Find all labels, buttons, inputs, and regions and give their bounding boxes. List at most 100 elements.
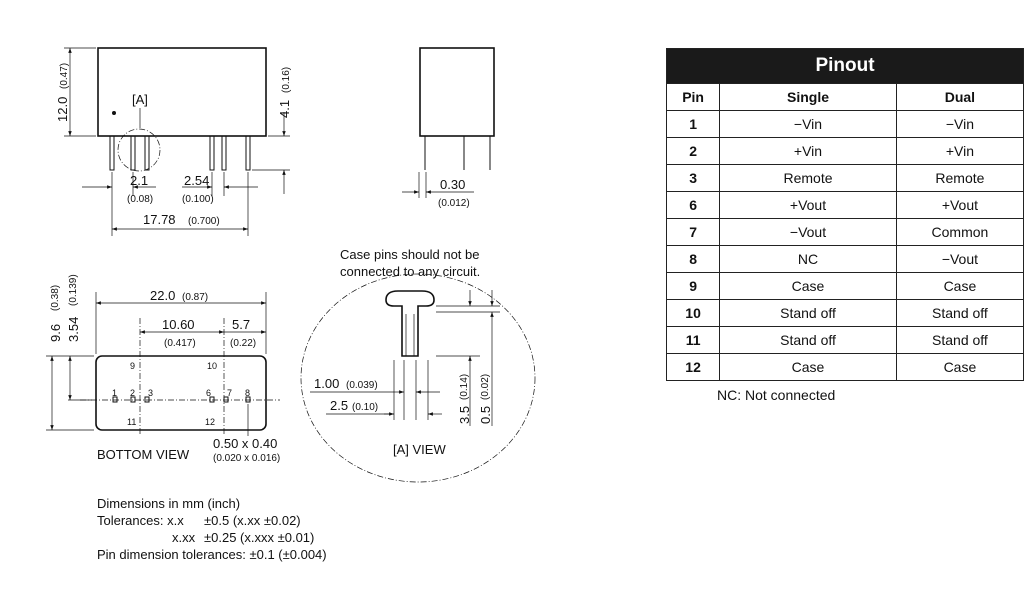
front-pins: [109, 135, 251, 171]
dim-width-inch: (0.87): [182, 292, 208, 303]
dim-height: 12.0: [55, 97, 70, 122]
dim-detail-c: 3.5: [457, 406, 472, 424]
pin-number: 12: [665, 353, 721, 381]
dim-pitch-2-54: 2.54: [184, 173, 209, 188]
detail-a-marker: [A]: [132, 92, 148, 107]
pin-label-11: 11: [127, 417, 136, 427]
dim-detail-d: 0.5: [478, 406, 493, 424]
header-dual: Dual: [895, 83, 1024, 111]
single-function: Case: [719, 272, 897, 300]
dim-width: 22.0: [150, 288, 175, 303]
dim-pin-length: 4.1: [277, 100, 292, 118]
dim-pin-size: 0.50 x 0.40: [213, 436, 277, 451]
dim-pin-length-inch: (0.16): [281, 67, 292, 93]
dim-pin-size-inch: (0.020 x 0.016): [213, 453, 280, 464]
single-function: Remote: [719, 164, 897, 192]
single-function: −Vout: [719, 218, 897, 246]
dim-right: 5.7: [232, 317, 250, 332]
dual-function: Remote: [895, 164, 1024, 192]
dim-detail-b: 2.5: [330, 398, 348, 413]
pinout-footnote: NC: Not connected: [717, 387, 836, 403]
front-view: [A] 12.0 (0.47) 4.1 (0.16) 2.1 (0.08) 2.…: [55, 47, 292, 236]
dual-function: Stand off: [895, 326, 1024, 354]
detail-a-frame: [300, 273, 536, 483]
dim-detail-c-inch: (0.14): [459, 374, 470, 400]
bottom-pins: [112, 396, 251, 403]
detail-a-circle: [117, 128, 161, 172]
pin-number: 1: [665, 110, 721, 138]
dim-mid: 10.60: [162, 317, 195, 332]
single-function: +Vin: [719, 137, 897, 165]
dual-function: Stand off: [895, 299, 1024, 327]
dual-function: +Vout: [895, 191, 1024, 219]
case-pin-shape: [385, 290, 435, 357]
module-body-front: [97, 47, 267, 137]
pinout-title: Pinout: [666, 48, 1024, 84]
note-tolerance-xx: ±0.5 (x.xx ±0.02): [204, 513, 301, 528]
dim-pin-thickness-inch: (0.012): [438, 198, 470, 209]
pin-label-10: 10: [207, 361, 217, 371]
pin-number: 2: [665, 137, 721, 165]
dual-function: −Vin: [895, 110, 1024, 138]
side-view: 0.30 (0.012): [402, 47, 495, 209]
pin1-marker-dot: [112, 111, 116, 115]
dim-detail-a: 1.00: [314, 376, 339, 391]
note-tolerance-xxx-label: x.xx: [172, 530, 196, 545]
dim-detail-d-inch: (0.02): [480, 374, 491, 400]
pinout-table: Pinout Pin Single Dual 1−Vin−Vin 2+Vin+V…: [665, 48, 1024, 381]
single-function: Stand off: [719, 299, 897, 327]
detail-a-view: Case pins should not be connected to any…: [300, 247, 536, 483]
module-body-bottom: [95, 355, 267, 431]
dim-row-inch: (0.139): [68, 274, 79, 306]
dim-span-inch: (0.700): [188, 216, 220, 227]
dim-pin-thickness: 0.30: [440, 177, 465, 192]
pin-label-7: 7: [227, 388, 232, 398]
dim-mid-inch: (0.417): [164, 338, 196, 349]
pin-number: 3: [665, 164, 721, 192]
pin-label-9: 9: [130, 361, 135, 371]
pin-label-3: 3: [148, 388, 153, 398]
header-single: Single: [719, 83, 897, 111]
case-pin-note-1: Case pins should not be: [340, 247, 479, 262]
note-units: Dimensions in mm (inch): [97, 496, 240, 511]
single-function: +Vout: [719, 191, 897, 219]
pin-number: 6: [665, 191, 721, 219]
dim-depth-inch: (0.38): [50, 285, 61, 311]
single-function: Case: [719, 353, 897, 381]
note-tolerance-label: Tolerances: x.x: [97, 513, 184, 528]
dim-pitch-2-54-inch: (0.100): [182, 194, 214, 205]
pin-label-6: 6: [206, 388, 211, 398]
dual-function: Common: [895, 218, 1024, 246]
header-pin: Pin: [665, 83, 721, 111]
pin-label-1: 1: [112, 388, 117, 398]
dim-depth: 9.6: [48, 324, 63, 342]
pin-number: 10: [665, 299, 721, 327]
case-pin-note-2: connected to any circuit.: [340, 264, 480, 279]
single-function: −Vin: [719, 110, 897, 138]
dim-detail-a-inch: (0.039): [346, 380, 378, 391]
dim-right-inch: (0.22): [230, 338, 256, 349]
pin-label-12: 12: [205, 417, 215, 427]
table-row: 1−Vin−Vin: [665, 110, 1024, 138]
note-pin-tolerance: Pin dimension tolerances: ±0.1 (±0.004): [97, 547, 327, 562]
dim-span: 17.78: [143, 212, 176, 227]
module-body-side: [419, 47, 495, 137]
dual-function: +Vin: [895, 137, 1024, 165]
bottom-view: 1 2 3 6 7 8 9 10 11 12 22.0 (0.87) 10.60…: [46, 274, 280, 464]
pin-label-8: 8: [245, 388, 250, 398]
pin-label-2: 2: [130, 388, 135, 398]
pin-number: 7: [665, 218, 721, 246]
dim-pitch-2-1-inch: (0.08): [127, 194, 153, 205]
dual-function: Case: [895, 353, 1024, 381]
dim-pitch-2-1: 2.1: [130, 173, 148, 188]
dual-function: Case: [895, 272, 1024, 300]
dim-height-inch: (0.47): [59, 63, 70, 89]
pin-number: 9: [665, 272, 721, 300]
